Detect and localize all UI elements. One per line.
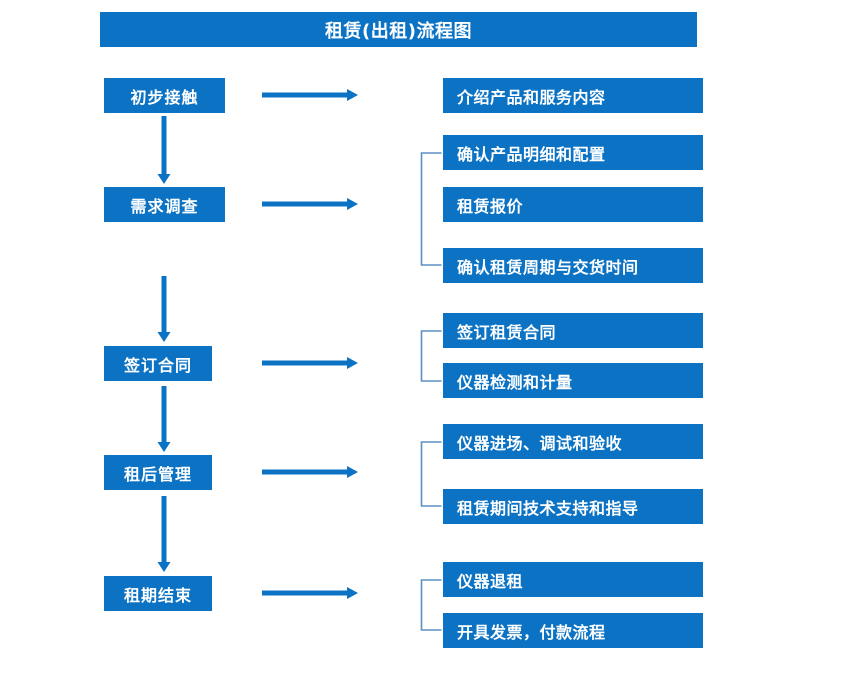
detail-box-label: 介绍产品和服务内容 [457,87,606,107]
flow-arrow-down [156,386,172,452]
detail-box[interactable]: 仪器进场、调试和验收 [443,424,703,459]
flow-arrow-right [262,88,358,102]
detail-box[interactable]: 租赁报价 [443,187,703,222]
page-title: 租赁(出租)流程图 [100,12,697,47]
stage-box[interactable]: 租后管理 [104,455,212,490]
detail-box[interactable]: 确认产品明细和配置 [443,135,703,170]
detail-box[interactable]: 确认租赁周期与交货时间 [443,248,703,283]
detail-box[interactable]: 介绍产品和服务内容 [443,78,703,113]
detail-box-label: 租赁报价 [457,196,524,216]
detail-box-label: 确认租赁周期与交货时间 [457,257,639,277]
group-bracket [420,330,442,382]
group-bracket [420,152,442,266]
group-bracket [420,441,442,507]
stage-box-label: 初步接触 [130,87,199,107]
group-bracket [420,579,442,631]
stage-box[interactable]: 初步接触 [104,78,225,113]
detail-box-label: 仪器进场、调试和验收 [457,433,623,453]
stage-box[interactable]: 租期结束 [104,576,212,611]
detail-box[interactable]: 仪器检测和计量 [443,363,703,398]
detail-box-label: 仪器退租 [457,571,524,591]
flow-arrow-down [156,116,172,184]
detail-box[interactable]: 租赁期间技术支持和指导 [443,489,703,524]
detail-box-label: 开具发票，付款流程 [457,622,606,642]
stage-box[interactable]: 需求调查 [104,187,225,222]
flow-arrow-right [262,197,358,211]
flow-arrow-right [262,465,358,479]
stage-box-label: 租后管理 [123,464,192,484]
stage-box[interactable]: 签订合同 [104,346,212,381]
detail-box[interactable]: 签订租赁合同 [443,313,703,348]
detail-box[interactable]: 开具发票，付款流程 [443,613,703,648]
detail-box-label: 仪器检测和计量 [457,372,573,392]
stage-box-label: 租期结束 [123,585,192,605]
flow-arrow-right [262,356,358,370]
flow-arrow-down [156,276,172,342]
stage-box-label: 签订合同 [123,355,192,375]
detail-box-label: 确认产品明细和配置 [457,144,606,164]
detail-box-label: 租赁期间技术支持和指导 [457,498,639,518]
flow-arrow-down [156,496,172,572]
flow-arrow-right [262,586,358,600]
detail-box[interactable]: 仪器退租 [443,562,703,597]
stage-box-label: 需求调查 [130,196,199,216]
detail-box-label: 签订租赁合同 [457,322,557,342]
